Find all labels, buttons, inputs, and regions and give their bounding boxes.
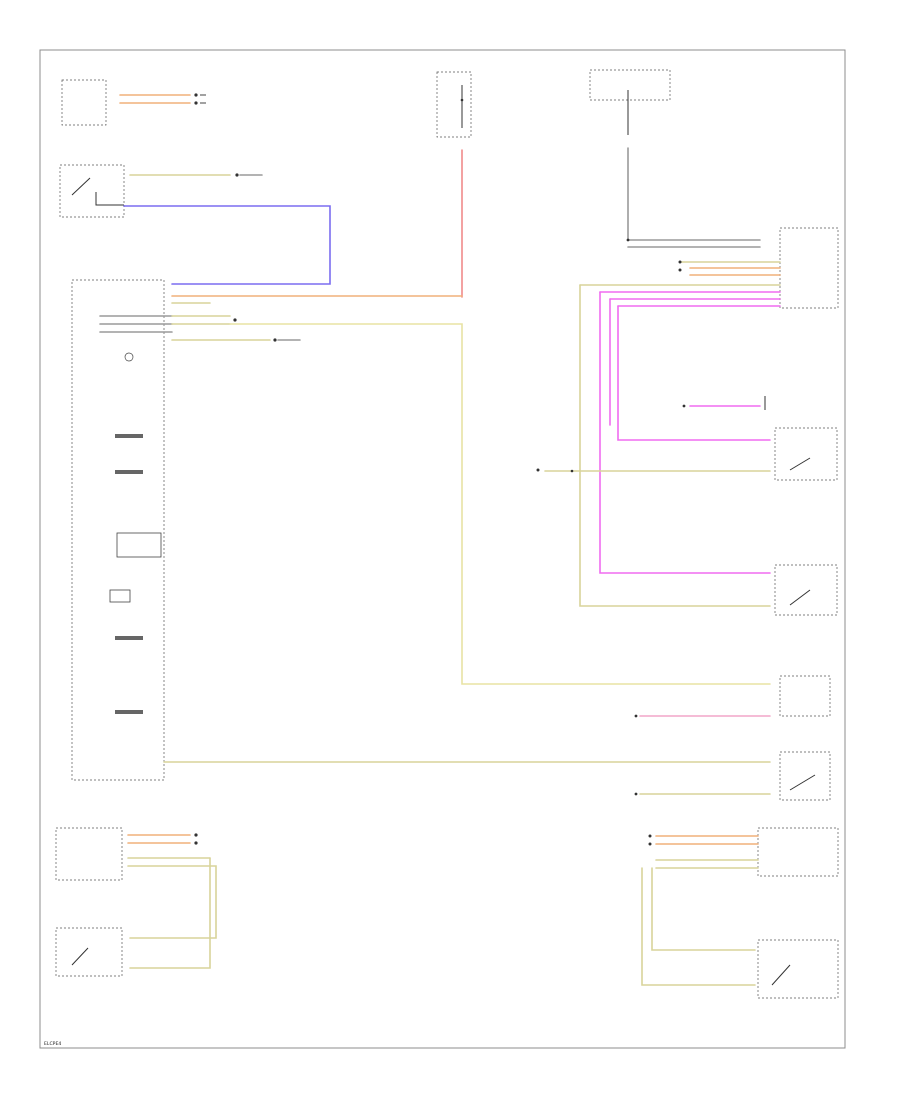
component-door-switch-upper	[59, 164, 331, 285]
component-brake-switch	[634, 751, 831, 801]
component-driver-belt-switch	[774, 564, 838, 616]
component-upper-left-module	[61, 79, 206, 126]
component-fuse-center	[171, 71, 472, 298]
component-passenger-belt-switch	[536, 427, 838, 481]
component-right-control-module	[579, 227, 839, 607]
diagram-frame	[39, 49, 846, 1049]
component-occupant-sensor	[682, 396, 766, 410]
component-instrument-cluster	[71, 279, 771, 781]
component-fuse-right	[589, 69, 761, 248]
component-lower-left-module	[55, 827, 217, 977]
figure-code: ELCPE4	[44, 1041, 61, 1047]
component-lower-right-module	[641, 827, 839, 999]
component-left-front-sensor	[634, 675, 831, 718]
wire-yellow-main	[229, 323, 771, 685]
